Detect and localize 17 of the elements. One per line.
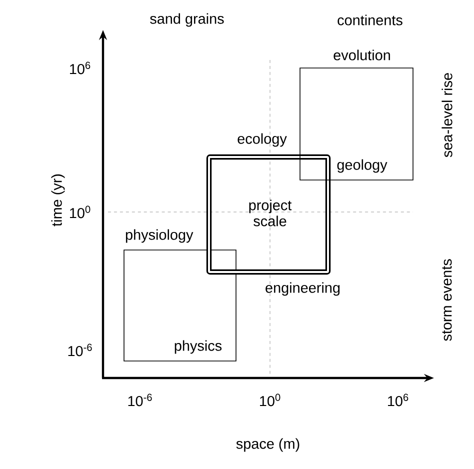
axis-label: 10$^{0}$	[70, 206, 90, 218]
axis-label: storm events	[442, 259, 452, 341]
axis-label: 10$^{6}$	[388, 394, 408, 406]
axis-label: 10$^{-6}$	[128, 394, 152, 406]
axis-label: 10$^{6}$	[70, 62, 90, 74]
node-label: ecology	[238, 133, 287, 147]
axis-label: time (yr)	[51, 174, 65, 226]
axis-label: space (m)	[236, 438, 300, 452]
node-label: engineering	[266, 282, 340, 296]
node-label: evolution	[334, 50, 390, 60]
axis-label: sand grains	[150, 13, 224, 27]
axis-label: 10$^{0}$	[260, 394, 280, 406]
node-label: physiology	[126, 229, 194, 243]
axis-label: sea-level rise	[442, 73, 452, 158]
scale-box: evolution geology	[300, 50, 414, 180]
axis-label: continents	[338, 14, 402, 26]
axis-label: 10$^{-6}$	[68, 344, 92, 356]
